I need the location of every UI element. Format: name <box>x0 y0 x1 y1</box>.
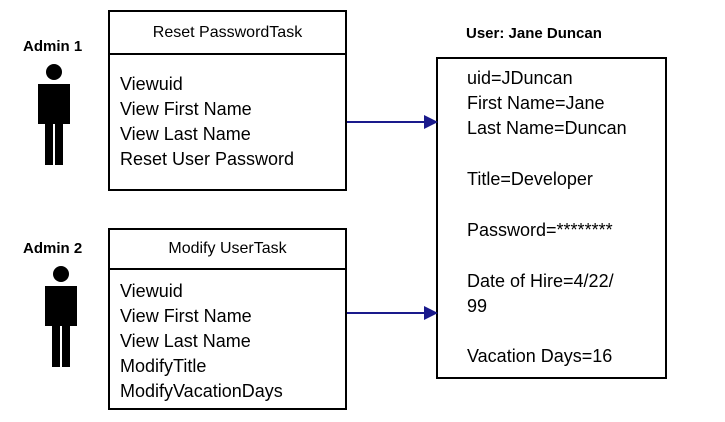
task-item: ModifyTitle <box>120 356 207 376</box>
arrow-modify-task-to-user <box>347 306 438 320</box>
task-item: View Last Name <box>120 124 251 144</box>
task-item: ModifyVacationDays <box>120 381 283 401</box>
reset-password-task-box: Reset PasswordTask Viewuid View First Na… <box>108 10 347 191</box>
user-last-name: Last Name=Duncan <box>467 118 627 138</box>
user-uid: uid=JDuncan <box>467 68 573 88</box>
task-item: Viewuid <box>120 74 183 94</box>
user-first-name: First Name=Jane <box>467 93 605 113</box>
user-password: Password=******** <box>467 220 613 240</box>
task-item: View First Name <box>120 99 252 119</box>
admin-1-label: Admin 1 <box>23 38 83 55</box>
admin-2-person-icon <box>45 266 77 367</box>
task-item: View Last Name <box>120 331 251 351</box>
task-item: View First Name <box>120 306 252 326</box>
user-record-title: User: Jane Duncan <box>466 25 602 42</box>
user-date-of-hire: Date of Hire=4/22/ <box>467 271 614 291</box>
modify-user-task-box: Modify UserTask Viewuid View First Name … <box>108 228 347 410</box>
user-date-of-hire-continued: 99 <box>467 296 488 316</box>
task-item: Viewuid <box>120 281 183 301</box>
reset-password-task-title: Reset PasswordTask <box>110 12 345 55</box>
user-vacation-days: Vacation Days=16 <box>467 346 613 366</box>
admin-2-label: Admin 2 <box>23 240 83 257</box>
task-item: Reset User Password <box>120 149 295 169</box>
user-record-box: uid=JDuncan First Name=Jane Last Name=Du… <box>436 57 667 379</box>
admin-1-person-icon <box>38 64 70 165</box>
modify-user-task-title: Modify UserTask <box>110 230 345 270</box>
user-title-attribute: Title=Developer <box>467 169 593 189</box>
arrow-reset-task-to-user <box>347 115 438 129</box>
